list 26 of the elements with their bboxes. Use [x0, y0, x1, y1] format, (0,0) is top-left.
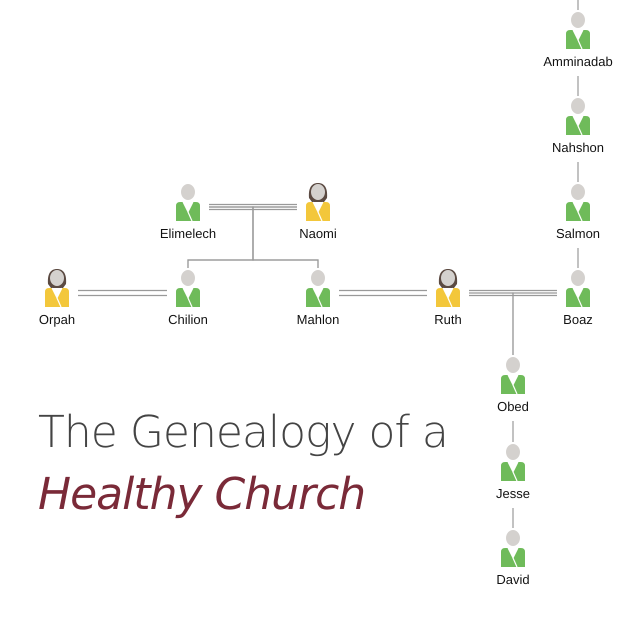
person-name: David: [495, 572, 531, 588]
person-name: Orpah: [38, 312, 76, 328]
person-name: Elimelech: [158, 226, 218, 242]
person-name: Naomi: [298, 226, 338, 242]
person-name: Mahlon: [296, 312, 340, 328]
marriage-line: [339, 290, 427, 296]
marriage-line: [78, 290, 167, 296]
person-name: Ruth: [433, 312, 463, 328]
descent-line: [252, 206, 319, 268]
descent-line: [577, 76, 579, 96]
title: The Genealogy of a Healthy Church: [38, 406, 448, 522]
person-name: Chilion: [167, 312, 209, 328]
descent-line: [577, 162, 579, 182]
person-name: Salmon: [554, 226, 602, 242]
marriage-line: [209, 204, 297, 210]
person-name: Jesse: [495, 486, 531, 502]
descent-line: [577, 0, 579, 10]
person-name: Obed: [496, 399, 530, 415]
person-name: Boaz: [562, 312, 594, 328]
descent-line: [512, 508, 514, 528]
person-name: Amminadab: [542, 54, 614, 70]
descent-line: [577, 248, 579, 268]
person-name: Nahshon: [550, 140, 606, 156]
descent-line: [512, 421, 514, 442]
marriage-line: [469, 290, 557, 296]
descent-line: [512, 292, 557, 355]
